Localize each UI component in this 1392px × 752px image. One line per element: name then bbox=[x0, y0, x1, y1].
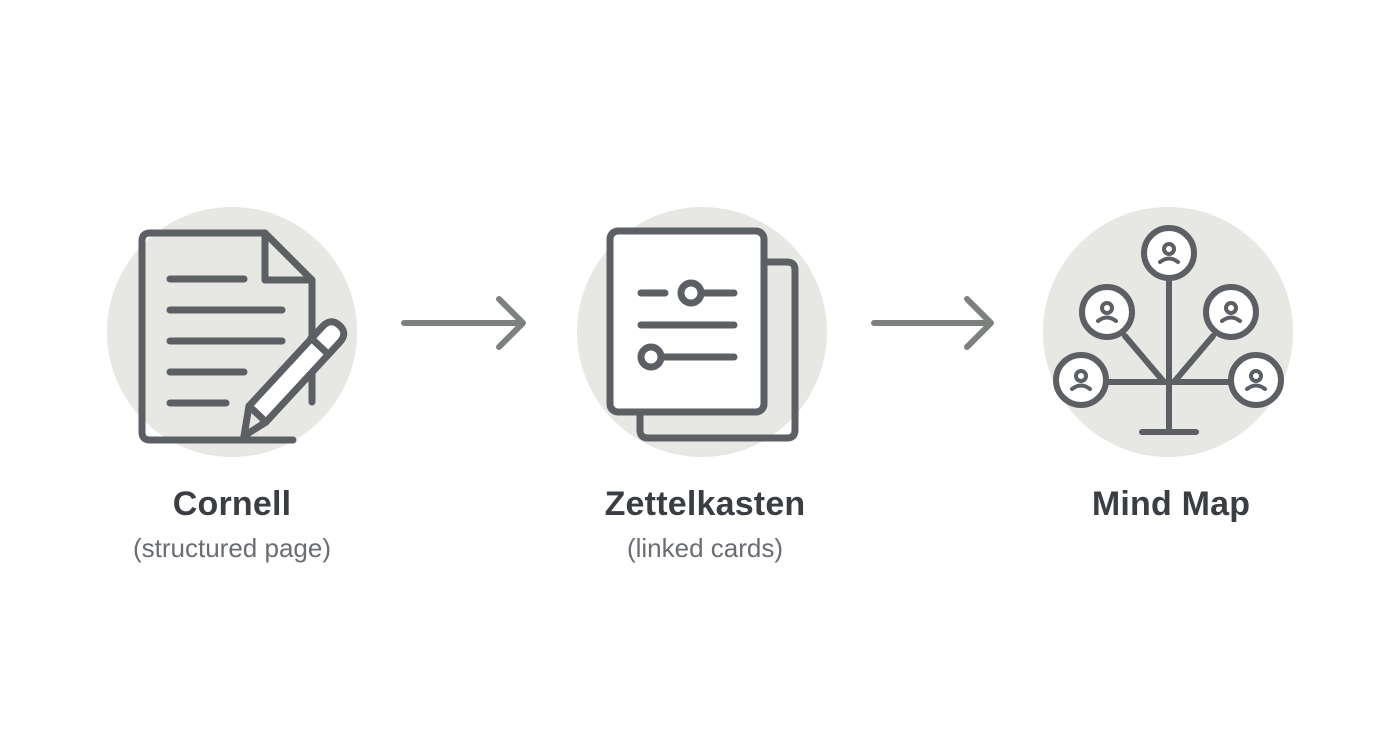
cornell-node bbox=[107, 207, 357, 457]
zettelkasten-label: Zettelkasten (linked cards) bbox=[545, 484, 865, 565]
zettelkasten-title: Zettelkasten bbox=[604, 485, 806, 523]
person-icon bbox=[1070, 242, 1267, 391]
zettelkasten-subtitle: (linked cards) bbox=[626, 533, 784, 563]
cornell-subtitle: (structured page) bbox=[133, 533, 331, 563]
zettelkasten-node bbox=[577, 207, 827, 457]
mind-map-title: Mind Map bbox=[1091, 485, 1251, 523]
arrow-right-icon bbox=[401, 296, 526, 350]
linked-cards-icon bbox=[606, 227, 799, 442]
cornell-title: Cornell bbox=[172, 485, 292, 523]
mind-map-label: Mind Map bbox=[1011, 484, 1331, 524]
arrow-right-icon bbox=[871, 296, 994, 350]
document-with-pencil-icon bbox=[138, 229, 348, 444]
mind-map-node bbox=[1043, 207, 1293, 457]
cornell-label: Cornell (structured page) bbox=[72, 484, 392, 565]
